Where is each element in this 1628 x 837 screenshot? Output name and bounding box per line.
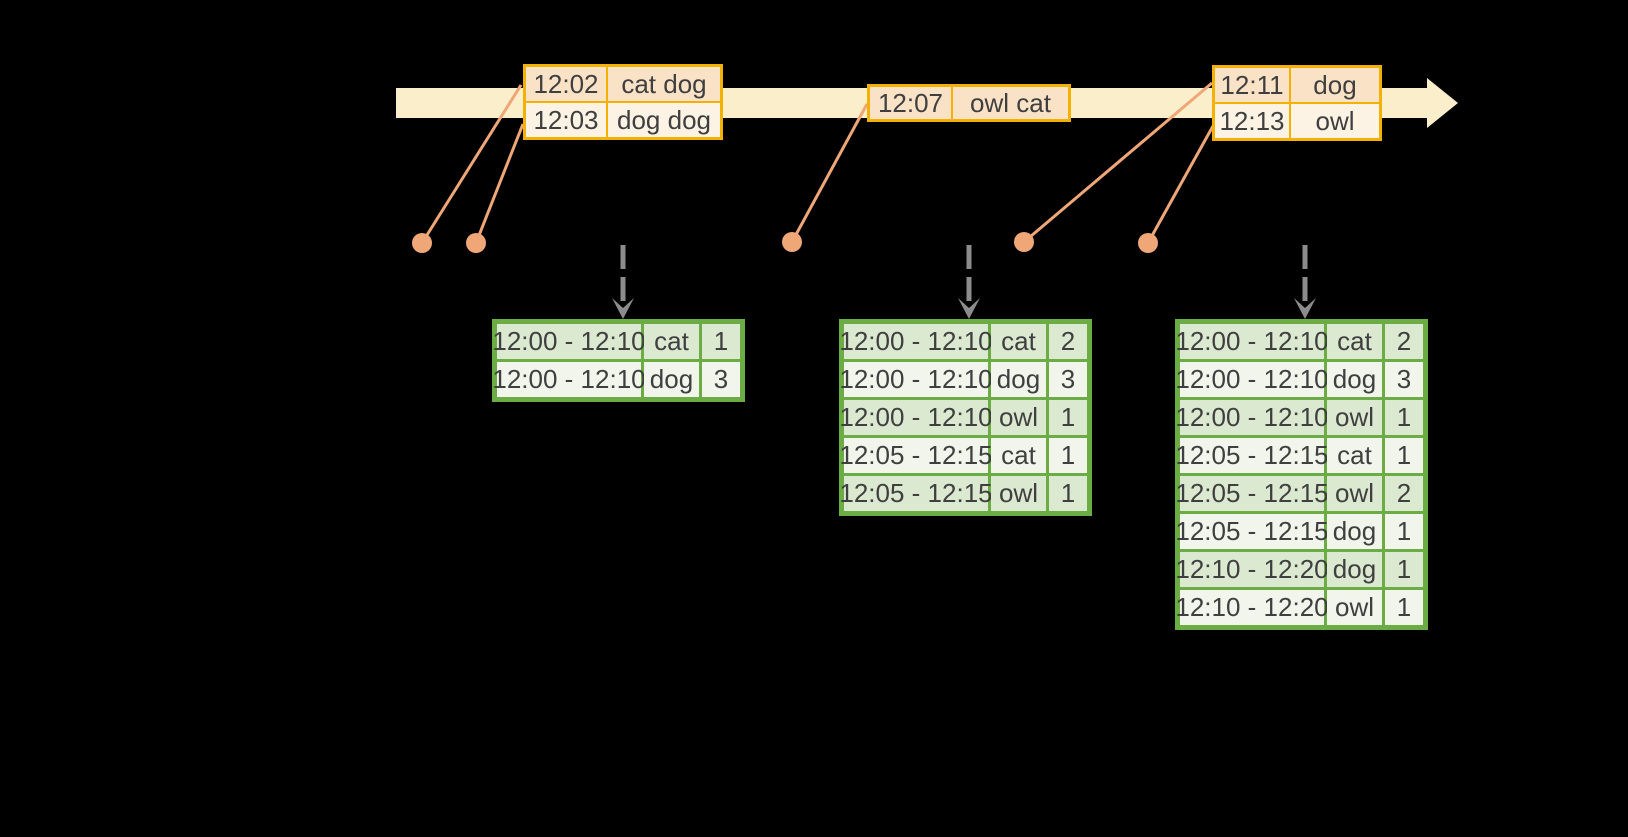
event-words-cell: owl bbox=[1291, 104, 1379, 138]
event-words-cell: cat dog bbox=[608, 67, 720, 101]
word-cell: dog bbox=[991, 362, 1046, 397]
event-marker-dots bbox=[412, 232, 1158, 253]
count-cell: 1 bbox=[1385, 590, 1423, 625]
window-cell: 12:05 - 12:15 bbox=[1175, 476, 1329, 511]
word-cell: owl bbox=[1327, 400, 1382, 435]
window-cell: 12:00 - 12:10 bbox=[1175, 324, 1329, 359]
event-marker-dot bbox=[412, 233, 432, 253]
count-cell: 1 bbox=[1049, 400, 1087, 435]
event-connector-lines bbox=[420, 81, 1215, 244]
word-cell: dog bbox=[1327, 514, 1382, 549]
result-table-1: 12:00 - 12:10 cat 1 12:00 - 12:10 dog 3 bbox=[492, 319, 745, 402]
event-time-cell: 12:02 bbox=[526, 67, 606, 101]
window-cell: 12:00 - 12:10 bbox=[1175, 362, 1329, 397]
event-marker-dot bbox=[1014, 232, 1034, 252]
count-cell: 2 bbox=[1385, 476, 1423, 511]
window-cell: 12:05 - 12:15 bbox=[1175, 514, 1329, 549]
count-cell: 1 bbox=[1049, 438, 1087, 473]
event-connector-line bbox=[1146, 125, 1215, 244]
window-cell: 12:05 - 12:15 bbox=[1175, 438, 1329, 473]
timeline-arrowhead-icon bbox=[1427, 78, 1458, 128]
word-cell: owl bbox=[991, 400, 1046, 435]
count-cell: 1 bbox=[1049, 476, 1087, 511]
event-marker-dot bbox=[466, 233, 486, 253]
word-cell: cat bbox=[1327, 438, 1382, 473]
window-cell: 12:00 - 12:10 bbox=[839, 400, 993, 435]
trigger-arrows bbox=[612, 245, 1316, 319]
window-cell: 12:05 - 12:15 bbox=[839, 438, 993, 473]
event-time-cell: 12:13 bbox=[1215, 104, 1289, 138]
word-cell: cat bbox=[644, 324, 699, 359]
event-table-1: 12:02 cat dog 12:03 dog dog bbox=[523, 64, 723, 140]
word-cell: cat bbox=[991, 438, 1046, 473]
event-time-cell: 12:03 bbox=[526, 103, 606, 137]
event-words-cell: dog dog bbox=[608, 103, 720, 137]
window-cell: 12:00 - 12:10 bbox=[1175, 400, 1329, 435]
count-cell: 2 bbox=[1385, 324, 1423, 359]
event-time-cell: 12:07 bbox=[870, 87, 951, 119]
trigger-arrow-icon bbox=[958, 245, 980, 319]
count-cell: 3 bbox=[1385, 362, 1423, 397]
count-cell: 1 bbox=[1385, 438, 1423, 473]
window-cell: 12:00 - 12:10 bbox=[839, 324, 993, 359]
word-cell: cat bbox=[991, 324, 1046, 359]
event-table-3: 12:11 dog 12:13 owl bbox=[1212, 65, 1382, 141]
window-cell: 12:10 - 12:20 bbox=[1175, 552, 1329, 587]
count-cell: 1 bbox=[702, 324, 740, 359]
event-connector-line bbox=[474, 123, 525, 244]
event-words-cell: dog bbox=[1291, 68, 1379, 102]
count-cell: 1 bbox=[1385, 400, 1423, 435]
word-cell: dog bbox=[1327, 362, 1382, 397]
event-table-2: 12:07 owl cat bbox=[867, 84, 1071, 122]
event-marker-dot bbox=[782, 232, 802, 252]
event-words-cell: owl cat bbox=[953, 87, 1068, 119]
word-cell: dog bbox=[1327, 552, 1382, 587]
window-cell: 12:00 - 12:10 bbox=[492, 324, 646, 359]
event-time-cell: 12:11 bbox=[1215, 68, 1289, 102]
count-cell: 3 bbox=[702, 362, 740, 397]
event-connector-line bbox=[420, 84, 523, 244]
window-cell: 12:05 - 12:15 bbox=[839, 476, 993, 511]
word-cell: cat bbox=[1327, 324, 1382, 359]
event-connector-line bbox=[790, 103, 869, 243]
word-cell: owl bbox=[991, 476, 1046, 511]
window-cell: 12:10 - 12:20 bbox=[1175, 590, 1329, 625]
word-cell: owl bbox=[1327, 590, 1382, 625]
count-cell: 3 bbox=[1049, 362, 1087, 397]
trigger-arrow-icon bbox=[612, 245, 634, 319]
result-table-2: 12:00 - 12:10 cat 2 12:00 - 12:10 dog 3 … bbox=[839, 319, 1092, 516]
event-marker-dot bbox=[1138, 233, 1158, 253]
trigger-arrow-icon bbox=[1294, 245, 1316, 319]
count-cell: 2 bbox=[1049, 324, 1087, 359]
count-cell: 1 bbox=[1385, 552, 1423, 587]
window-cell: 12:00 - 12:10 bbox=[839, 362, 993, 397]
count-cell: 1 bbox=[1385, 514, 1423, 549]
word-cell: dog bbox=[644, 362, 699, 397]
result-table-3: 12:00 - 12:10 cat 2 12:00 - 12:10 dog 3 … bbox=[1175, 319, 1428, 630]
window-cell: 12:00 - 12:10 bbox=[492, 362, 646, 397]
event-connector-line bbox=[1023, 81, 1213, 244]
word-cell: owl bbox=[1327, 476, 1382, 511]
